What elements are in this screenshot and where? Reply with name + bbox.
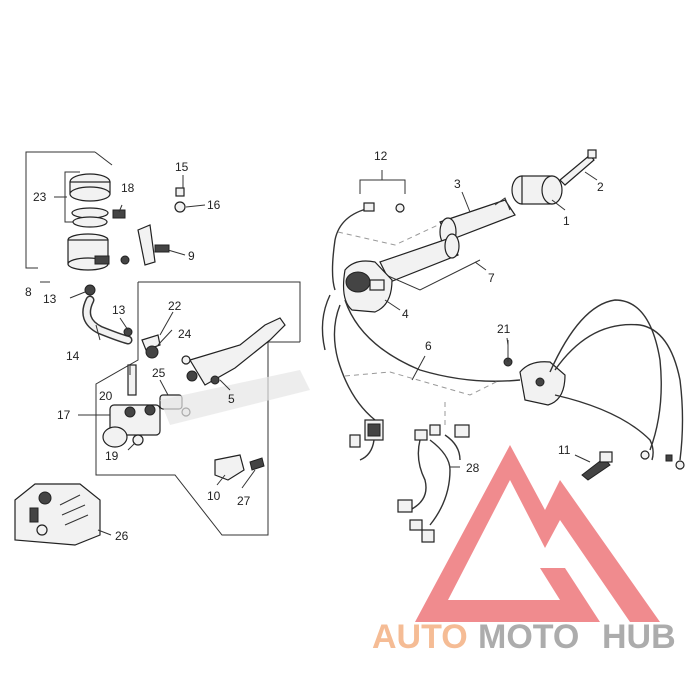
reservoir-hose [82, 284, 133, 345]
bar-end-weight [511, 149, 597, 205]
watermark-text-moto: MOTO [478, 618, 579, 656]
part-numbers: 1 2 3 4 5 6 7 8 9 10 11 12 13 13 14 15 1… [25, 149, 604, 543]
label-23: 23 [33, 190, 47, 204]
brake-assembly-outline [25, 151, 301, 536]
label-18: 18 [121, 181, 135, 195]
switch-screw [581, 451, 613, 481]
label-26: 26 [115, 529, 129, 543]
throttle-tube [379, 233, 460, 283]
label-27: 27 [237, 494, 251, 508]
throttle-group-bracket [359, 170, 406, 194]
watermark-text-hub: HUB [602, 618, 676, 656]
watermark-logo: AUTO MOTO HUB [372, 445, 676, 656]
throttle-cable [331, 202, 405, 291]
brake-light-cables [549, 299, 685, 470]
label-28: 28 [466, 461, 480, 475]
throttle-housing [342, 260, 393, 313]
cable-connector [349, 419, 384, 461]
label-10: 10 [207, 489, 221, 503]
label-19: 19 [105, 449, 119, 463]
leader-lines [40, 171, 598, 536]
master-cylinder-cover [14, 483, 101, 546]
label-5: 5 [228, 392, 235, 406]
label-20: 20 [99, 389, 113, 403]
label-13b: 13 [112, 303, 126, 317]
wiring-harness [397, 424, 470, 543]
right-switch [503, 340, 566, 406]
fluid-reservoir [67, 233, 130, 271]
label-9: 9 [188, 249, 195, 263]
label-7: 7 [488, 271, 495, 285]
label-21: 21 [497, 322, 511, 336]
label-11: 11 [558, 443, 571, 457]
reservoir-cap [64, 171, 111, 228]
label-13a: 13 [43, 292, 57, 306]
label-25: 25 [152, 366, 166, 380]
handlebar-shadow [160, 370, 310, 425]
throttle-grip [439, 197, 516, 247]
label-22: 22 [168, 299, 182, 313]
reference-lines [337, 224, 501, 425]
watermark-mountain-shape [415, 445, 660, 622]
throttle-cables [321, 294, 521, 421]
brake-lever [181, 317, 286, 386]
label-3: 3 [454, 177, 461, 191]
label-8: 8 [25, 285, 32, 299]
label-24: 24 [178, 327, 192, 341]
label-2: 2 [597, 180, 604, 194]
watermark-text-auto: AUTO [372, 618, 468, 656]
label-12: 12 [374, 149, 388, 163]
label-15: 15 [175, 160, 189, 174]
label-6: 6 [425, 339, 432, 353]
label-1: 1 [563, 214, 570, 228]
reservoir-bracket [112, 187, 186, 266]
handlebar-clamp [214, 454, 265, 481]
label-4: 4 [402, 307, 409, 321]
label-16: 16 [207, 198, 221, 212]
label-17: 17 [57, 408, 71, 422]
label-14: 14 [66, 349, 80, 363]
master-cylinder [102, 334, 191, 448]
